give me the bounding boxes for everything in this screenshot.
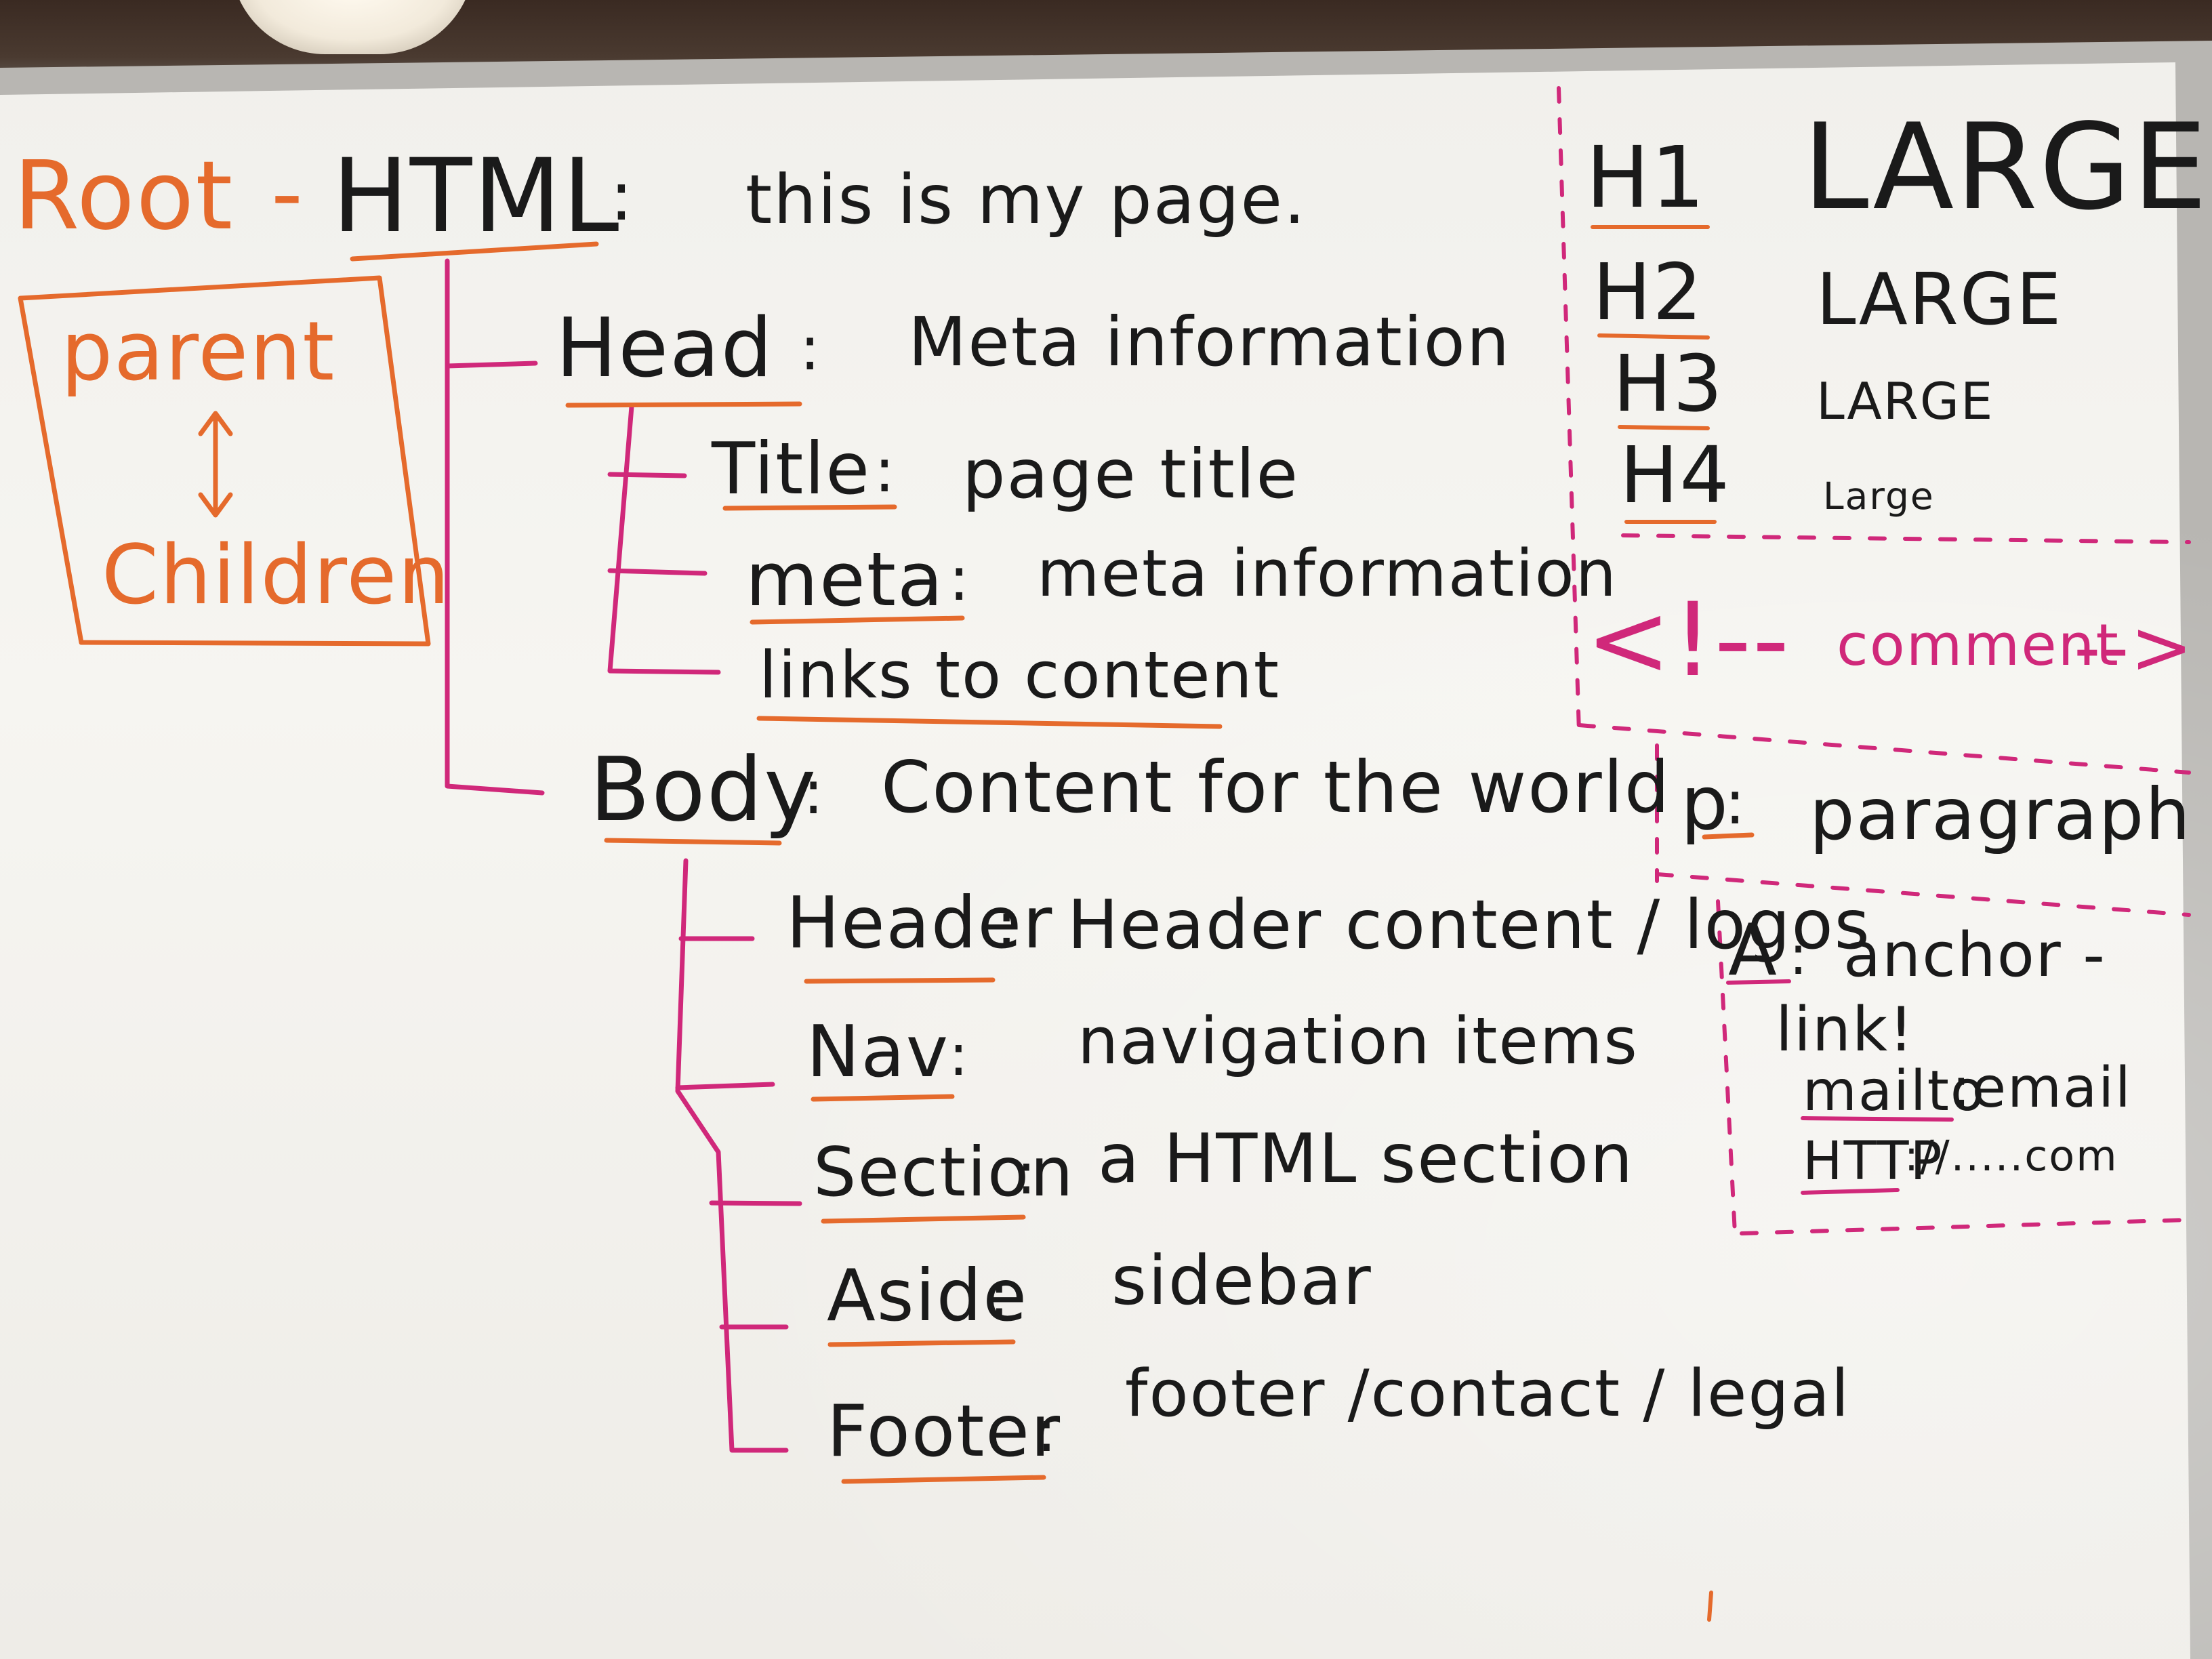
- title-underline: [722, 504, 897, 511]
- stray-mark: [1707, 1591, 1713, 1622]
- html-branch: [445, 258, 545, 796]
- head-underline: [565, 401, 802, 408]
- h2-tag: H2: [1593, 247, 1704, 338]
- nav-underline: [811, 1094, 955, 1102]
- section-connector: [709, 1200, 802, 1206]
- header-colon: :: [996, 889, 1019, 960]
- h4-tag: H4: [1620, 430, 1731, 521]
- head-connector: [445, 361, 538, 369]
- root-dash: -: [271, 142, 304, 245]
- h1-tag: H1: [1586, 129, 1706, 227]
- divider-below-comment: [1577, 723, 2191, 775]
- header-label: Header: [786, 882, 1054, 964]
- h2-underline: [1597, 333, 1710, 340]
- comment-open: <!--: [1586, 581, 1791, 699]
- head-desc: Meta information: [908, 302, 1511, 382]
- h3-underline: [1618, 425, 1710, 430]
- root-label: Root: [14, 141, 234, 251]
- http-text: HTTP: [1803, 1131, 1944, 1192]
- section-desc: a HTML section: [1098, 1119, 1635, 1198]
- footer-underline: [841, 1475, 1046, 1484]
- section-underline: [821, 1214, 1026, 1224]
- header-desc: Header content / logos: [1067, 885, 1871, 964]
- meta-underline: [750, 615, 965, 625]
- comment-close: -->: [2074, 604, 2194, 691]
- footer-colon: :: [1037, 1398, 1058, 1465]
- mailto-text: mailto: [1803, 1059, 1986, 1124]
- meta-colon: :: [949, 544, 971, 615]
- aside-label: Aside: [827, 1254, 1028, 1337]
- double-arrow-icon: [198, 411, 233, 518]
- body-underline: [604, 838, 782, 846]
- html-label: HTML: [332, 138, 621, 255]
- divider-below-anchor: [1740, 1218, 2191, 1235]
- parent-children-box: [18, 275, 431, 647]
- mailto-underline: [1801, 1116, 1954, 1122]
- section-colon: :: [1017, 1141, 1038, 1208]
- head-branch: [607, 404, 721, 675]
- p-desc: paragraph: [1809, 773, 2192, 856]
- links-underline: [756, 716, 1223, 729]
- meta-desc: meta information: [1037, 537, 1618, 611]
- h3-tag: H3: [1613, 339, 1724, 430]
- a-underline: [1726, 979, 1791, 985]
- a-colon: :: [1789, 924, 1809, 987]
- head-colon: :: [800, 313, 822, 384]
- children-label: Children: [102, 529, 451, 623]
- body-colon: :: [803, 757, 825, 828]
- meta-label: meta: [745, 536, 945, 623]
- links-label: links to content: [759, 638, 1280, 713]
- meta-connector: [607, 568, 708, 576]
- vertical-divider-top: [1557, 86, 1581, 734]
- footer-desc: footer /contact / legal: [1125, 1357, 1851, 1431]
- head-label: Head: [556, 302, 774, 396]
- http-underline: [1801, 1188, 1900, 1195]
- body-desc: Content for the world: [881, 746, 1671, 829]
- html-underline: [350, 241, 599, 262]
- h3-sample: LARGE: [1816, 371, 1994, 431]
- nav-desc: navigation items: [1078, 1004, 1639, 1079]
- body-label: Body: [590, 738, 818, 841]
- parent-label: parent: [61, 305, 336, 399]
- h2-sample: LARGE: [1816, 258, 2063, 341]
- aside-underline: [827, 1339, 1016, 1347]
- whiteboard: [0, 62, 2190, 1659]
- aside-desc: sidebar: [1111, 1241, 1372, 1320]
- h1-sample: LARGE: [1803, 99, 2209, 237]
- title-desc: page title: [962, 434, 1300, 514]
- nav-label: Nav: [806, 1010, 950, 1093]
- divider-below-headings: [1621, 533, 2191, 544]
- title-label: Title: [712, 428, 872, 510]
- http-rest: ://.....com: [1904, 1131, 2118, 1181]
- html-desc: this is my page.: [745, 160, 1307, 239]
- section-label: Section: [813, 1132, 1075, 1212]
- title-colon: :: [874, 435, 897, 506]
- html-colon: :: [610, 157, 634, 236]
- a-line2: link!: [1776, 994, 1915, 1065]
- title-connector: [607, 472, 687, 478]
- mailto-rest: :email: [1952, 1056, 2132, 1120]
- p-colon: :: [1725, 767, 1747, 838]
- nav-connector: [675, 1082, 775, 1090]
- body-branch: [675, 858, 789, 1453]
- a-tag: A: [1728, 909, 1778, 991]
- comment-word: comment: [1837, 612, 2120, 679]
- p-tag: p: [1681, 760, 1729, 846]
- a-desc: anchor -: [1843, 920, 2106, 991]
- nav-colon: :: [949, 1022, 970, 1089]
- header-underline: [804, 977, 996, 984]
- footer-label: Footer: [827, 1390, 1062, 1473]
- aside-colon: :: [989, 1263, 1010, 1330]
- h4-sample: Large: [1823, 474, 1935, 518]
- p-underline: [1702, 832, 1755, 840]
- vertical-divider-anchor: [1716, 899, 1737, 1235]
